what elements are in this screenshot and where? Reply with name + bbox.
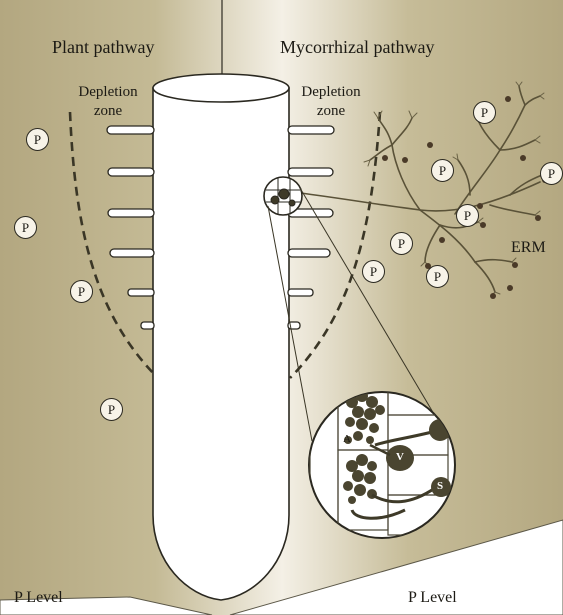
phosphate-marker: P bbox=[426, 265, 449, 288]
depletion-right-line1: Depletion bbox=[291, 83, 371, 102]
phosphate-marker: P bbox=[456, 204, 479, 227]
phosphate-marker: P bbox=[70, 280, 93, 303]
phosphate-marker: P bbox=[473, 101, 496, 124]
spore-label: S bbox=[437, 481, 443, 492]
erm-label: ERM bbox=[511, 240, 546, 256]
phosphate-marker: P bbox=[362, 260, 385, 283]
depletion-right-line2: zone bbox=[291, 102, 371, 121]
depletion-left-line1: Depletion bbox=[68, 83, 148, 102]
mycorrhizal-pathway-label: Mycorrhizal pathway bbox=[280, 38, 434, 56]
arbuscule-label: A bbox=[343, 434, 351, 445]
phosphate-marker: P bbox=[390, 232, 413, 255]
depletion-zone-right-label: Depletion zone bbox=[291, 83, 371, 121]
root bbox=[153, 88, 289, 600]
phosphate-marker: P bbox=[540, 162, 563, 185]
root-top bbox=[153, 74, 289, 102]
vesicle-label: V bbox=[396, 452, 404, 463]
phosphate-marker: P bbox=[26, 128, 49, 151]
depletion-zone-left-label: Depletion zone bbox=[68, 83, 148, 121]
phosphate-marker: P bbox=[14, 216, 37, 239]
plant-pathway-label: Plant pathway bbox=[52, 38, 154, 56]
depletion-left-line2: zone bbox=[68, 102, 148, 121]
phosphate-marker: P bbox=[100, 398, 123, 421]
p-level-left-label: P Level bbox=[14, 590, 63, 606]
p-level-right-label: P Level bbox=[408, 590, 457, 606]
phosphate-marker: P bbox=[431, 159, 454, 182]
